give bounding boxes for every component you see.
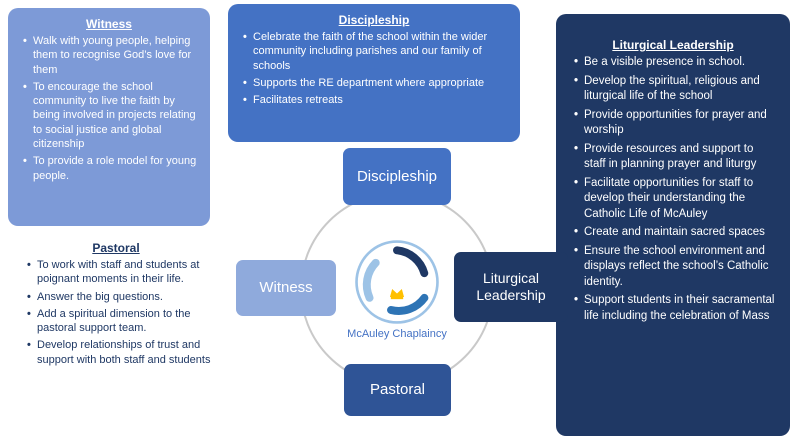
node-discipleship-label: Discipleship [356,167,438,185]
bullet-item: To work with staff and students at poign… [27,258,212,287]
witness-panel: Witness Walk with young people, helping … [8,8,210,226]
mcauley-chaplaincy-logo: McAuley Chaplaincy [337,238,457,340]
bullet-item: Facilitate opportunities for staff to de… [574,176,778,223]
logo-graphic [355,240,439,324]
swirl-hand-light [362,258,380,302]
bullet-item: To provide a role model for young people… [23,154,202,183]
liturgical-leadership-panel: Liturgical Leadership Be a visible prese… [556,14,790,436]
crown-icon [389,289,405,297]
witness-panel-bullets: Walk with young people, helping them to … [23,34,202,183]
liturgical-leadership-panel-title: Liturgical Leadership [612,38,734,52]
bullet-item: Answer the big questions. [27,290,212,305]
node-liturgical-leadership: Liturgical Leadership [454,252,568,322]
bullet-item: Provide opportunities for prayer and wor… [574,108,778,139]
swirl-hand-medium [387,293,429,315]
node-discipleship: Discipleship [343,148,451,205]
discipleship-panel: Discipleship Celebrate the faith of the … [228,4,520,142]
discipleship-panel-bullets: Celebrate the faith of the school within… [243,30,512,108]
pastoral-panel: Pastoral To work with staff and students… [12,232,220,432]
bullet-item: Supports the RE department where appropr… [243,76,512,91]
pastoral-panel-bullets: To work with staff and students at poign… [27,258,212,367]
liturgical-leadership-panel-bullets: Be a visible presence in school. Develop … [574,55,778,324]
node-liturgical-leadership-label: Liturgical Leadership [476,270,546,303]
bullet-item: Support students in their sacramental li… [574,293,778,324]
bullet-item: To encourage the school community to liv… [23,80,202,151]
bullet-item: Facilitates retreats [243,93,512,108]
witness-panel-title: Witness [86,17,132,31]
bullet-item: Ensure the school environment and displa… [574,244,778,291]
bullet-item: Be a visible presence in school. [574,55,778,71]
bullet-item: Provide resources and support to staff i… [574,142,778,173]
node-pastoral: Pastoral [344,364,451,416]
logo-label: McAuley Chaplaincy [347,328,447,340]
discipleship-panel-title: Discipleship [338,13,410,27]
bullet-item: Add a spiritual dimension to the pastora… [27,307,212,336]
swirl-hand-dark [393,246,429,278]
bullet-item: Walk with young people, helping them to … [23,34,202,77]
bullet-item: Create and maintain sacred spaces [574,225,778,241]
node-pastoral-label: Pastoral [369,381,426,398]
bullet-item: Celebrate the faith of the school within… [243,30,512,73]
bullet-item: Develop relationships of trust and suppo… [27,338,212,367]
node-witness: Witness [236,260,336,316]
node-witness-label: Witness [259,279,313,296]
crown-base [390,296,404,300]
pastoral-panel-title: Pastoral [92,241,140,255]
bullet-item: Develop the spiritual, religious and lit… [574,74,778,105]
